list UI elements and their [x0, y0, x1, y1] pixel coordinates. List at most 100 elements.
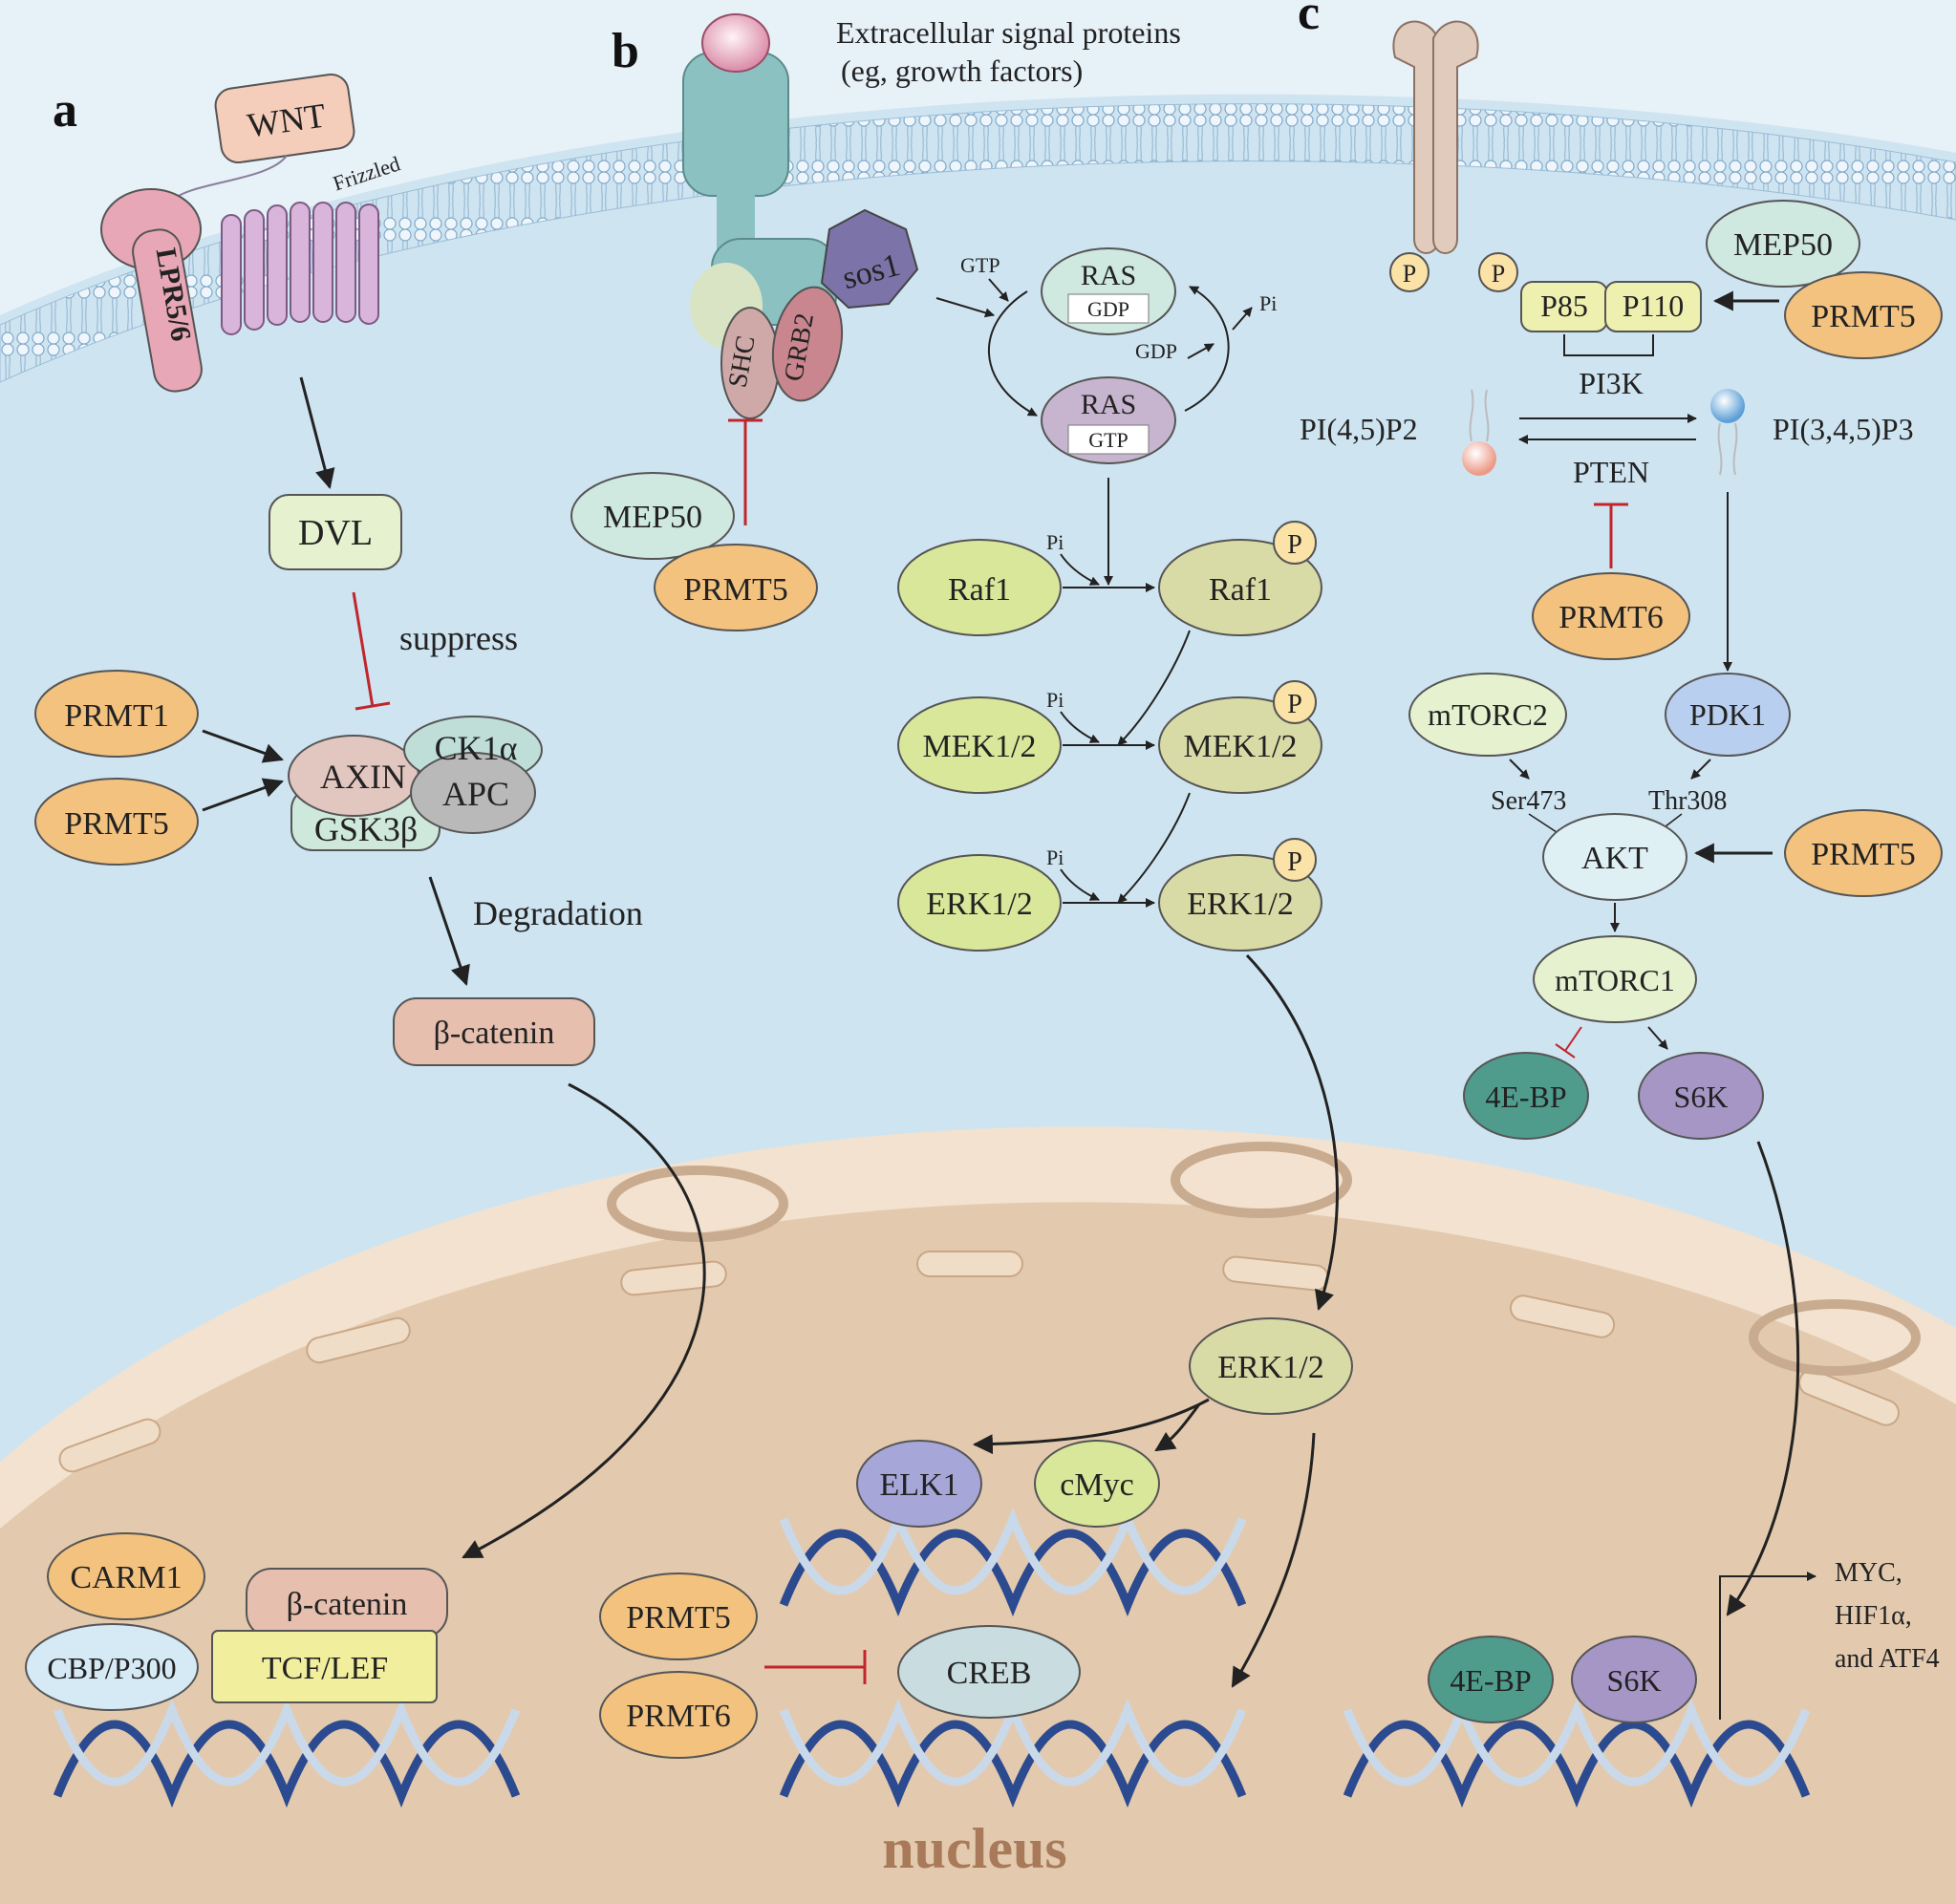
apc-label: APC	[442, 775, 509, 813]
mep50-node-c	[1706, 200, 1860, 288]
pi-erk-label: Pi	[1046, 845, 1064, 869]
destruction-complex	[288, 716, 543, 851]
creb-node	[897, 1625, 1081, 1719]
arrow-lpr-to-dvl	[299, 376, 335, 490]
cell-membrane	[0, 103, 1956, 383]
dvl-label: DVL	[298, 513, 373, 553]
phospho-right-label: P	[1492, 260, 1505, 288]
arrow-transcription-output	[1719, 1572, 1816, 1720]
pip3-head	[1710, 389, 1745, 423]
arrow-pdk1-to-thr308	[1690, 759, 1711, 780]
panel-label-b: b	[612, 24, 639, 78]
erk-nuclear-node	[1189, 1317, 1353, 1415]
phospho-left-label: P	[1403, 260, 1416, 288]
pip3-label: PI(3,4,5)P3	[1773, 412, 1914, 446]
dna-helix-c	[1343, 1698, 1811, 1808]
pi3k-bracket	[1563, 334, 1654, 356]
prmt1-node-a	[34, 670, 199, 758]
prmt6-label-c: PRMT6	[1558, 600, 1664, 635]
pdk1-node	[1665, 673, 1791, 757]
mtorc1-label: mTORC1	[1555, 963, 1675, 997]
gtp-tag	[1067, 424, 1150, 455]
mtorc2-label: mTORC2	[1428, 697, 1548, 732]
dna-helix-b-upper	[779, 1507, 1247, 1617]
tcf-lef-node	[211, 1630, 438, 1703]
raf1-phospho-label: P	[1287, 530, 1302, 560]
beta-catenin-label: β-catenin	[434, 1016, 555, 1051]
arrow-erk-to-cmyc	[1154, 1403, 1201, 1452]
targets-label-1: MYC,	[1835, 1558, 1902, 1588]
arrow-erk-to-nucleus	[1245, 953, 1339, 1311]
panel-label-a: a	[53, 83, 77, 138]
p110-node	[1604, 281, 1702, 332]
prmt6-label-nuclear: PRMT6	[626, 1699, 731, 1734]
tcf-lef-label: TCF/LEF	[262, 1651, 388, 1686]
erk-node	[897, 854, 1062, 952]
beta-catenin-nuclear-label: β-catenin	[287, 1587, 408, 1622]
prmt1-label-a: PRMT1	[64, 698, 169, 734]
mek-node	[897, 696, 1062, 794]
arrow-pi-out	[1232, 307, 1253, 331]
creb-label: CREB	[947, 1656, 1032, 1691]
raf1-p-label: Raf1	[1209, 572, 1272, 608]
mek-phospho-label: P	[1287, 690, 1302, 719]
pi-raf1-label: Pi	[1046, 530, 1064, 554]
prmt6-node-nuclear	[599, 1671, 758, 1759]
mep50-label-b: MEP50	[603, 500, 702, 535]
raf1-node	[897, 539, 1062, 636]
mek-phospho-badge	[1273, 680, 1317, 724]
s6k-nuclear-label: S6K	[1607, 1663, 1662, 1698]
arrow-ras-gdp-to-gtp	[987, 290, 1038, 417]
pten-label: PTEN	[1573, 455, 1649, 489]
mep50-node-b	[570, 472, 735, 560]
s6k-node	[1638, 1052, 1764, 1140]
arrow-erk-to-elk1	[972, 1398, 1210, 1455]
akt-label: AKT	[1581, 841, 1648, 876]
prmt5-node-b	[654, 544, 818, 631]
dvl-node	[269, 494, 402, 570]
lpr-receptor	[100, 188, 203, 393]
axin-label: AXIN	[320, 758, 406, 796]
beta-catenin-node	[393, 997, 595, 1066]
prmt5-label-nuclear: PRMT5	[626, 1600, 731, 1636]
ras-gtp-label: RAS	[1081, 389, 1136, 420]
degradation-label: Degradation	[473, 894, 643, 932]
dna-helix-a	[53, 1698, 521, 1808]
gtp-tag-label: GTP	[1088, 428, 1128, 452]
rtk-receptor-c	[1392, 20, 1479, 254]
mek-p-label: MEK1/2	[1184, 729, 1298, 764]
arrow-ras-gtp-to-gdp	[1184, 286, 1230, 412]
inhibit-dvl-to-destruction-complex	[352, 591, 391, 711]
4ebp-label: 4E-BP	[1485, 1080, 1566, 1114]
targets-label-2: HIF1α,	[1835, 1601, 1912, 1631]
pdk1-label: PDK1	[1689, 697, 1766, 732]
inhibit-prmt5-to-shc	[728, 418, 763, 525]
s6k-nuclear-node	[1571, 1636, 1697, 1723]
akt-node	[1542, 813, 1687, 901]
prmt5-label-c2: PRMT5	[1811, 837, 1916, 872]
arrow-pi-mek	[1060, 711, 1100, 743]
erk-p-node	[1158, 854, 1322, 952]
arrow-mtorc2-to-ser473	[1509, 759, 1530, 780]
arrow-prmt1-to-complex	[202, 729, 284, 763]
ck1a-label: CK1α	[435, 729, 518, 767]
targets-label-3: and ATF4	[1835, 1644, 1940, 1674]
pip3-tails	[1717, 422, 1738, 476]
prmt5-node-nuclear	[599, 1572, 758, 1660]
arrow-s6k-to-nucleus	[1726, 1141, 1800, 1616]
mek-p-node	[1158, 696, 1322, 794]
mep50-label-c: MEP50	[1733, 227, 1833, 263]
raf1-phospho-badge	[1273, 521, 1317, 565]
prmt5-label-a: PRMT5	[64, 806, 169, 842]
pip2-head	[1462, 441, 1496, 476]
prmt5-node-c2	[1784, 809, 1943, 897]
arrow-sos1-to-ras	[935, 297, 995, 318]
prmt5-node-a	[34, 778, 199, 866]
suppress-label: suppress	[399, 619, 518, 657]
4ebp-nuclear-node	[1428, 1636, 1554, 1723]
thr308-label: Thr308	[1648, 786, 1727, 816]
gdp-tag	[1067, 293, 1150, 324]
nuclear-vesicles	[607, 1142, 1921, 1376]
arrow-gdp-out	[1187, 343, 1214, 359]
